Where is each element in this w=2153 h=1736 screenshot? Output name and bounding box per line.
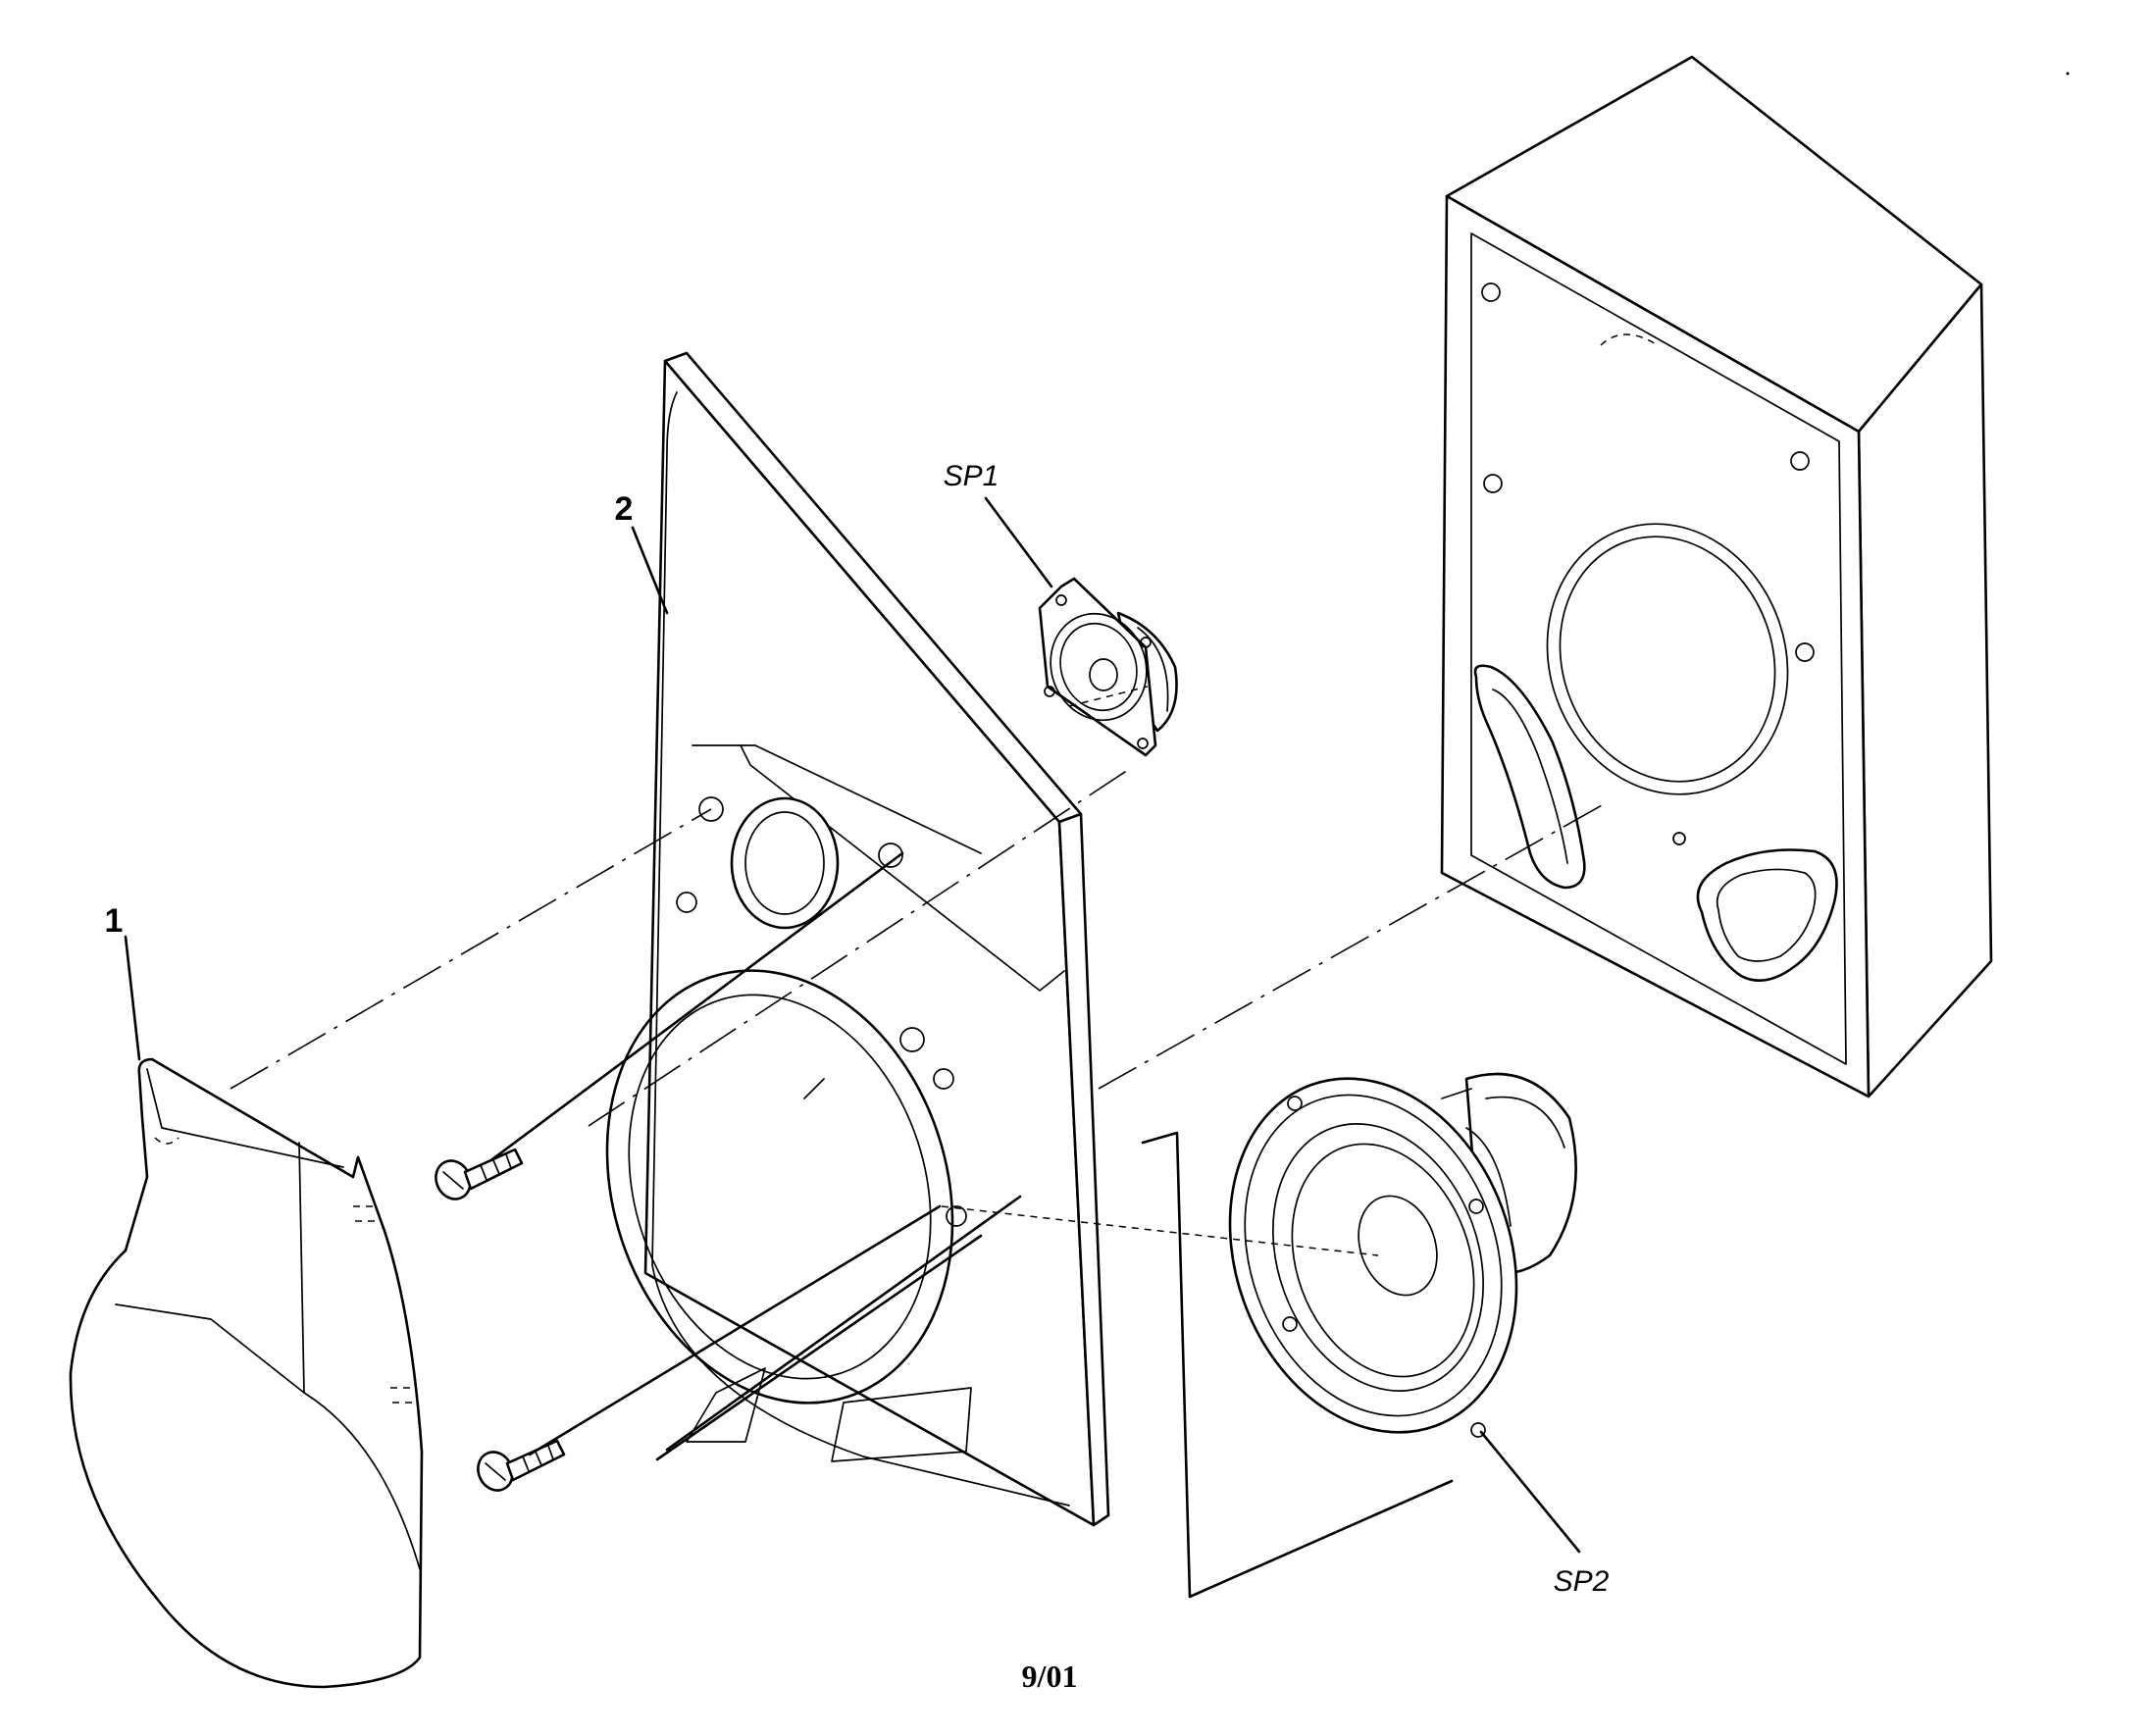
callout-part-1: 1 xyxy=(105,902,141,1061)
tweeter-sp1 xyxy=(1038,577,1178,757)
label-part-2: 2 xyxy=(615,490,634,528)
screw-lower xyxy=(477,1439,566,1492)
label-sp1: SP1 xyxy=(944,460,1000,492)
label-sp2: SP2 xyxy=(1554,1565,1610,1598)
speck xyxy=(2066,72,2070,76)
speaker-grille-part-1 xyxy=(69,1057,424,1689)
assembly-lines xyxy=(230,686,1605,1599)
label-part-1: 1 xyxy=(105,902,124,940)
revision-code: 9/01 xyxy=(1022,1659,1078,1694)
front-baffle-part-2 xyxy=(605,351,1110,1527)
callout-sp2: SP2 xyxy=(1479,1430,1610,1598)
screw-upper xyxy=(435,1148,524,1200)
speaker-cabinet xyxy=(1440,55,1993,1098)
callout-part-2: 2 xyxy=(615,490,669,615)
woofer-sp2 xyxy=(1228,1072,1577,1438)
callout-sp1: SP1 xyxy=(944,460,1053,588)
